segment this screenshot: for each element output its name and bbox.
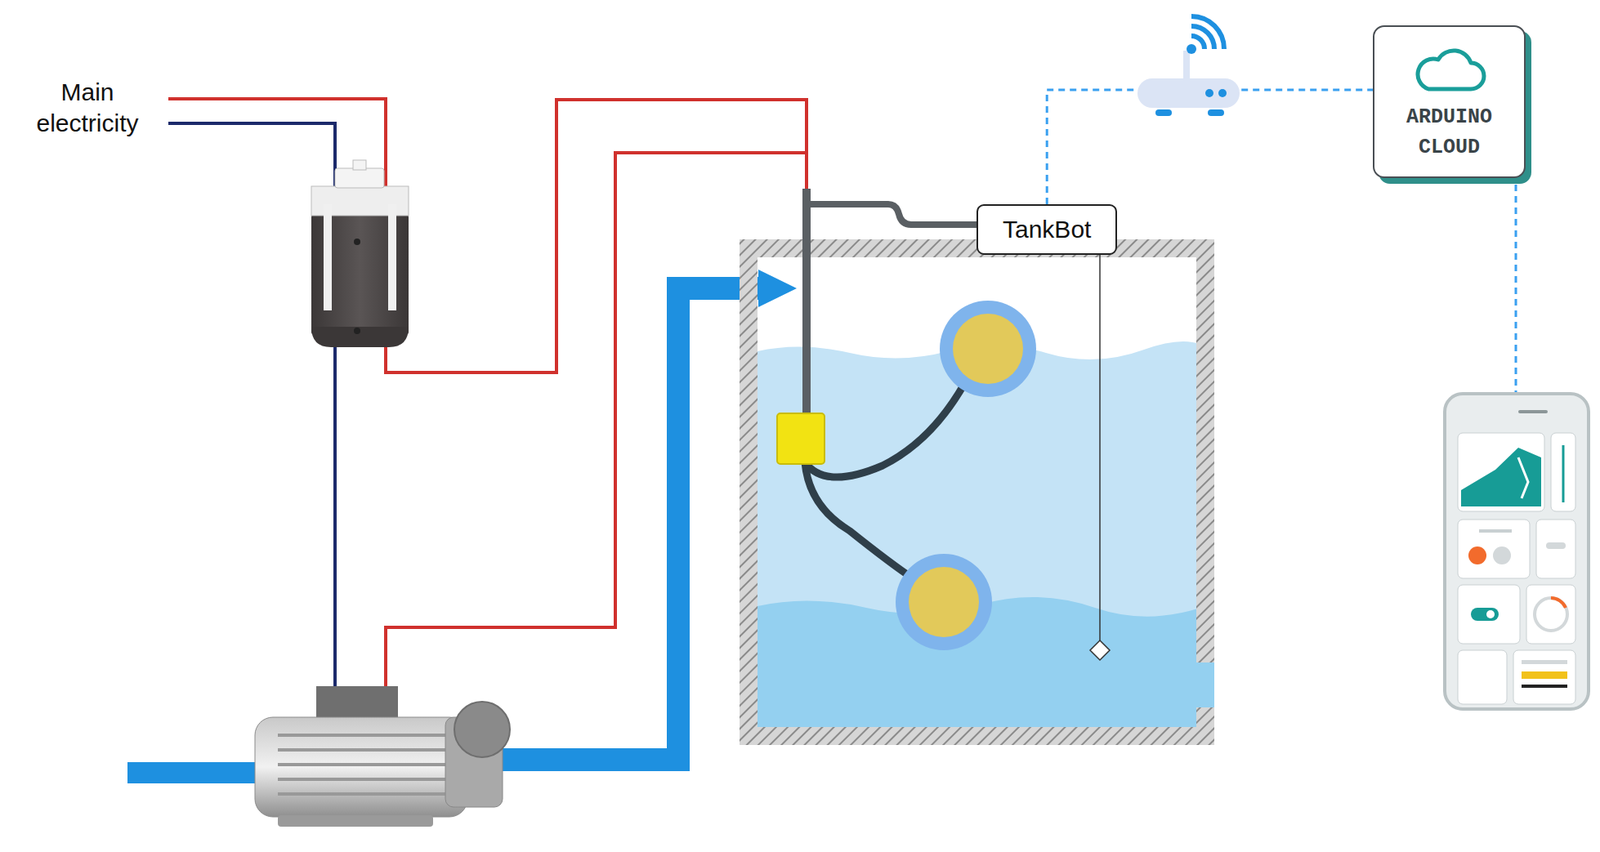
sensor-probe <box>1099 254 1101 643</box>
service-name: ARDUINO CLOUD <box>1388 102 1511 163</box>
cloud-link <box>1515 184 1518 394</box>
tank-walls <box>739 239 1215 746</box>
water <box>757 341 1215 728</box>
pipe-arrow <box>758 269 797 308</box>
switch-device <box>311 160 409 348</box>
device-name: TankBot <box>1002 214 1091 245</box>
sensor-tip <box>1090 640 1110 661</box>
power-label: Main electricity <box>17 76 157 139</box>
cloud-icon <box>1374 26 1528 101</box>
inlet-pipe <box>127 762 267 784</box>
phone <box>1444 393 1589 710</box>
router-icon <box>1137 16 1240 117</box>
controller-box: TankBot <box>976 204 1118 255</box>
outlet-pipe <box>490 288 765 760</box>
cloud-service-box: ARDUINO CLOUD <box>1372 25 1526 179</box>
live-wire <box>168 98 807 373</box>
float-switch <box>777 188 1037 651</box>
neutral-wire <box>168 123 336 689</box>
pump <box>254 686 510 827</box>
